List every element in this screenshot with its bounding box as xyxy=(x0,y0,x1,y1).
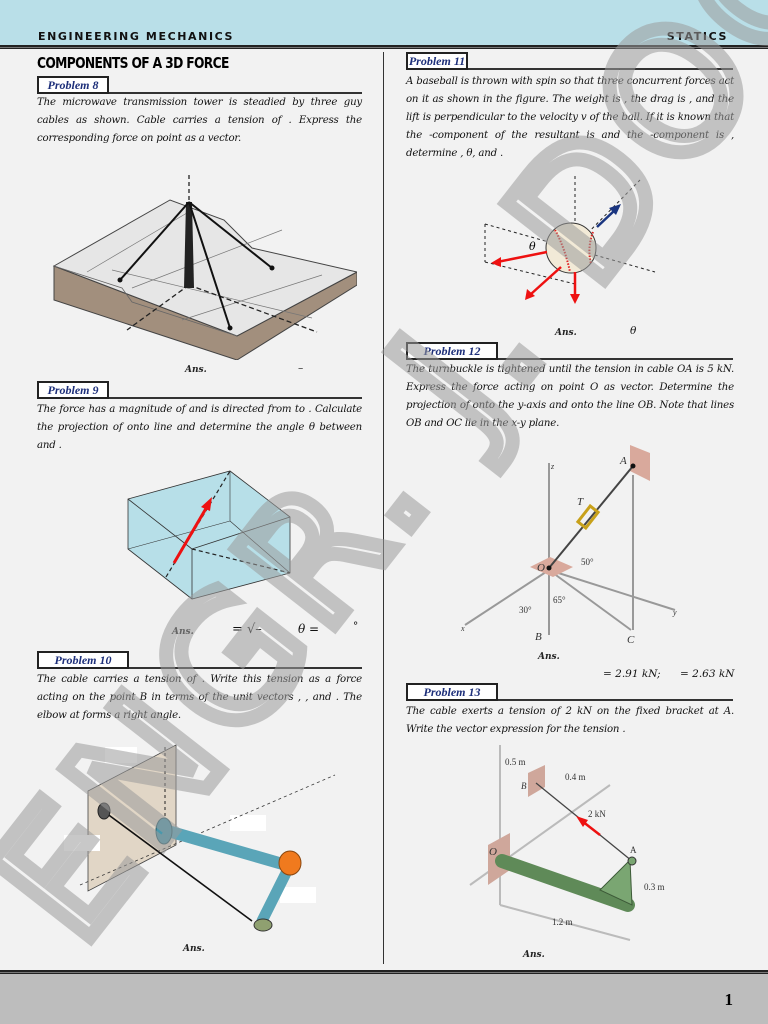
problem-12-answer-projection-y: = 2.91 kN; xyxy=(603,668,661,680)
svg-text:B: B xyxy=(535,631,542,643)
svg-text:30°: 30° xyxy=(519,605,532,615)
problem-8-answer-value: – xyxy=(298,362,304,374)
svg-text:z: z xyxy=(550,462,555,471)
problem-11-header: Problem 11 xyxy=(406,52,733,70)
svg-text:O: O xyxy=(489,846,497,858)
problem-9-text: The force has a magnitude of and is dire… xyxy=(37,404,362,451)
problem-9-label: Problem 9 xyxy=(37,381,109,399)
problem-8-answer-label: Ans. xyxy=(185,365,207,375)
problem-10-figure-pipe xyxy=(60,735,340,935)
svg-text:y: y xyxy=(672,608,677,617)
column-divider xyxy=(383,52,384,964)
svg-text:θ: θ xyxy=(529,240,536,253)
problem-10-rule xyxy=(37,667,362,669)
header-rule xyxy=(0,45,768,49)
problem-8-text: The microwave transmission tower is stea… xyxy=(37,97,362,144)
page-number: 1 xyxy=(724,990,734,1009)
problem-11-text: A baseball is thrown with spin so that t… xyxy=(406,76,734,159)
problem-12-header: Problem 12 xyxy=(406,342,733,360)
problem-10-text: The cable carries a tension of . Write t… xyxy=(37,674,362,721)
section-title: COMPONENTS OF A 3D FORCE xyxy=(37,54,229,72)
problem-12-figure-turnbuckle: A T O B C z x y 50° 65° 30° xyxy=(455,445,685,645)
problem-9-rule xyxy=(37,397,362,399)
problem-13-label: Problem 13 xyxy=(406,683,498,701)
footer-rule xyxy=(0,970,768,974)
problem-8-header: Problem 8 xyxy=(37,76,362,94)
problem-9-figure-box xyxy=(126,465,296,605)
problem-10-label: Problem 10 xyxy=(37,651,129,669)
problem-9-answer-formula: = √– xyxy=(232,622,262,637)
label-A: A xyxy=(619,455,627,467)
problem-12-rule xyxy=(406,358,733,360)
svg-text:C: C xyxy=(627,634,635,645)
svg-text:A: A xyxy=(630,845,637,855)
problem-12-label: Problem 12 xyxy=(406,342,498,360)
problem-11-answer-label: Ans. xyxy=(555,328,577,338)
svg-text:2 kN: 2 kN xyxy=(588,809,606,819)
svg-text:T: T xyxy=(577,496,584,508)
problem-13-header: Problem 13 xyxy=(406,683,733,701)
problem-11-figure-baseball: θ xyxy=(475,172,675,312)
problem-11-label: Problem 11 xyxy=(406,52,468,70)
problem-10-answer-label: Ans. xyxy=(183,944,205,954)
problem-8-figure-tower xyxy=(52,160,357,360)
svg-text:O: O xyxy=(537,562,545,574)
problem-13-rule xyxy=(406,699,733,701)
problem-11-answer-theta: θ xyxy=(630,325,637,337)
problem-11-rule xyxy=(406,68,733,70)
svg-text:1.2 m: 1.2 m xyxy=(552,917,573,927)
svg-text:0.4 m: 0.4 m xyxy=(565,772,586,782)
problem-12-answer-projection-ob: = 2.63 kN xyxy=(680,668,735,680)
header-course-title: ENGINEERING MECHANICS xyxy=(38,30,235,43)
problem-9-answer-theta: θ = xyxy=(298,622,320,636)
problem-12-answer-label: Ans. xyxy=(538,652,560,662)
problem-13-text: The cable exerts a tension of 2 kN on th… xyxy=(406,706,734,735)
problem-9-header: Problem 9 xyxy=(37,381,362,399)
svg-text:0.5 m: 0.5 m xyxy=(505,757,526,767)
page-footer: 1 xyxy=(0,974,768,1024)
problem-13-answer-label: Ans. xyxy=(523,950,545,960)
problem-8-label: Problem 8 xyxy=(37,76,109,94)
problem-12-text: The turnbuckle is tightened until the te… xyxy=(406,364,734,429)
header-subject-title: STATICS xyxy=(666,30,728,43)
svg-text:0.3 m: 0.3 m xyxy=(644,882,665,892)
svg-text:65°: 65° xyxy=(553,595,566,605)
problem-9-answer-degree: ° xyxy=(353,620,359,632)
svg-text:B: B xyxy=(521,781,527,791)
problem-9-answer-label: Ans. xyxy=(172,627,194,637)
svg-text:50°: 50° xyxy=(581,557,594,567)
problem-10-header: Problem 10 xyxy=(37,651,362,669)
svg-text:x: x xyxy=(460,624,465,633)
problem-8-rule xyxy=(37,92,362,94)
problem-13-figure-bracket: 0.5 m 0.4 m 2 kN 0.3 m 1.2 m A B O xyxy=(460,745,700,945)
page-header: ENGINEERING MECHANICS STATICS xyxy=(0,0,768,45)
